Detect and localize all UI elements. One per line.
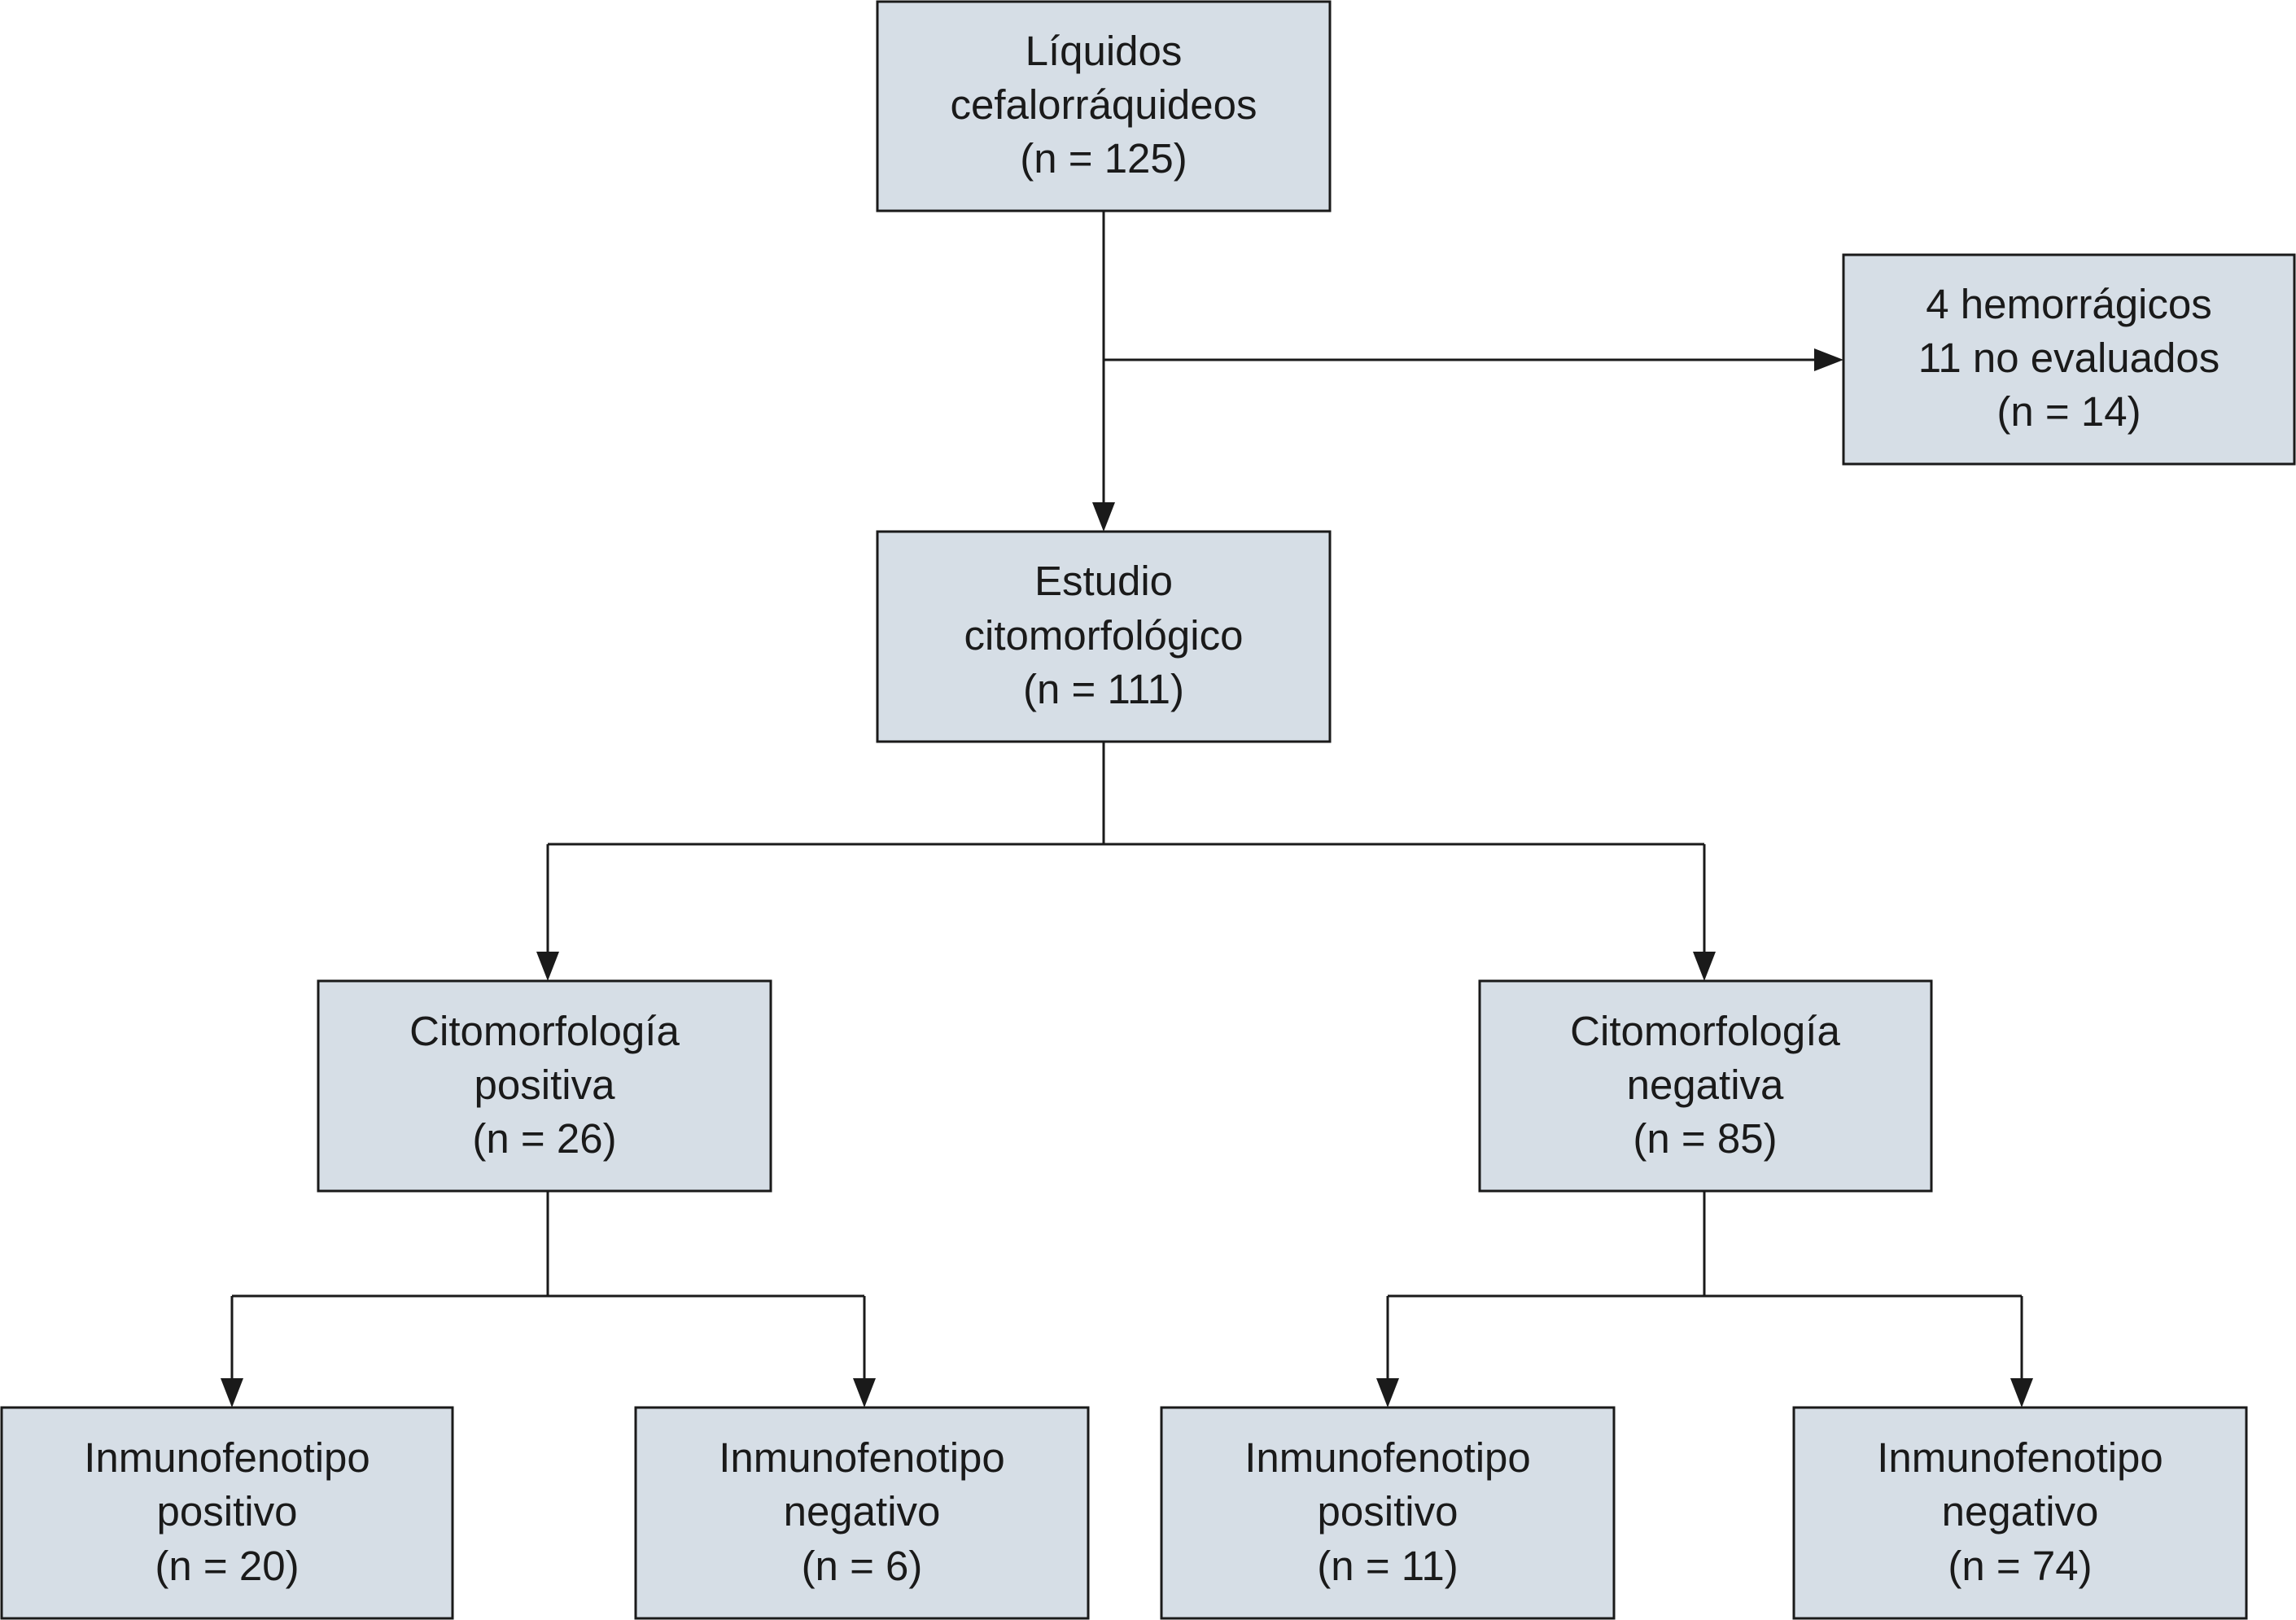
arrowhead-cyto-positive [536, 952, 559, 981]
node-cyto-negative-line-1: Citomorfología [1570, 1008, 1840, 1054]
node-cyto-negative-line-3: (n = 85) [1633, 1115, 1777, 1162]
node-immuno-pos-from-neg: Inmunofenotipo positivo (n = 11) [1160, 1406, 1616, 1620]
node-cytomorph-study-line-2: citomorfológico [964, 612, 1244, 659]
arrowhead-immuno-pos-b [1376, 1378, 1399, 1408]
node-cyto-positive: Citomorfología positiva (n = 26) [317, 979, 772, 1193]
node-csf: Líquidos cefalorráquideos (n = 125) [876, 0, 1332, 212]
node-immuno-neg-from-pos-line-2: negativo [784, 1488, 941, 1535]
node-cytomorph-study: Estudio citomorfológico (n = 111) [876, 530, 1332, 743]
node-cyto-negative-line-2: negativa [1627, 1062, 1784, 1108]
node-cyto-negative-box [1478, 979, 1933, 1193]
node-immuno-pos-from-pos-line-2: positivo [157, 1488, 298, 1535]
node-immuno-neg-from-neg-line-1: Inmunofenotipo [1877, 1434, 2163, 1481]
node-csf-line-2: cefalorráquideos [950, 81, 1257, 128]
node-excluded: 4 hemorrágicos 11 no evaluados (n = 14) [1842, 253, 2296, 466]
node-immuno-neg-from-neg: Inmunofenotipo negativo (n = 74) [1792, 1406, 2248, 1620]
node-excluded-line-1: 4 hemorrágicos [1926, 281, 2212, 327]
node-immuno-neg-from-neg-line-3: (n = 74) [1948, 1543, 2092, 1589]
node-cyto-positive-line-2: positiva [475, 1062, 616, 1108]
arrowhead-immuno-pos-a [221, 1378, 243, 1408]
arrowhead-excluded [1814, 348, 1843, 371]
node-immuno-neg-from-pos: Inmunofenotipo negativo (n = 6) [634, 1406, 1090, 1620]
node-immuno-neg-from-pos-line-1: Inmunofenotipo [719, 1434, 1005, 1481]
node-cytomorph-study-line-1: Estudio [1034, 558, 1173, 604]
arrowhead-cyto-negative [1693, 952, 1716, 981]
node-immuno-neg-from-pos-line-3: (n = 6) [802, 1543, 923, 1589]
node-immuno-pos-from-neg-line-3: (n = 11) [1317, 1543, 1458, 1589]
node-immuno-pos-from-neg-box [1160, 1406, 1616, 1620]
node-immuno-neg-from-pos-box [634, 1406, 1090, 1620]
node-excluded-line-2: 11 no evaluados [1918, 335, 2220, 381]
node-immuno-pos-from-pos-box [0, 1406, 454, 1620]
node-excluded-box [1842, 253, 2296, 466]
node-immuno-pos-from-neg-line-1: Inmunofenotipo [1244, 1434, 1531, 1481]
node-immuno-pos-from-pos: Inmunofenotipo positivo (n = 20) [0, 1406, 454, 1620]
node-cyto-negative: Citomorfología negativa (n = 85) [1478, 979, 1933, 1193]
connectors [221, 211, 2033, 1408]
node-csf-box [876, 0, 1332, 212]
node-immuno-pos-from-pos-line-3: (n = 20) [155, 1543, 299, 1589]
node-cyto-positive-line-1: Citomorfología [409, 1008, 680, 1054]
node-immuno-neg-from-neg-box [1792, 1406, 2248, 1620]
node-immuno-neg-from-neg-line-2: negativo [1942, 1488, 2099, 1535]
node-cyto-positive-line-3: (n = 26) [472, 1115, 616, 1162]
arrowhead-study [1092, 502, 1115, 532]
node-cytomorph-study-box [876, 530, 1332, 743]
arrowhead-immuno-neg-b [2010, 1378, 2033, 1408]
node-immuno-pos-from-pos-line-1: Inmunofenotipo [84, 1434, 370, 1481]
arrowhead-immuno-neg-a [853, 1378, 876, 1408]
node-cytomorph-study-line-3: (n = 111) [1023, 666, 1184, 712]
node-csf-line-3: (n = 125) [1020, 135, 1187, 182]
node-excluded-line-3: (n = 14) [1996, 388, 2141, 435]
node-immuno-pos-from-neg-line-2: positivo [1318, 1488, 1459, 1535]
node-cyto-positive-box [317, 979, 772, 1193]
node-csf-line-1: Líquidos [1026, 28, 1183, 74]
